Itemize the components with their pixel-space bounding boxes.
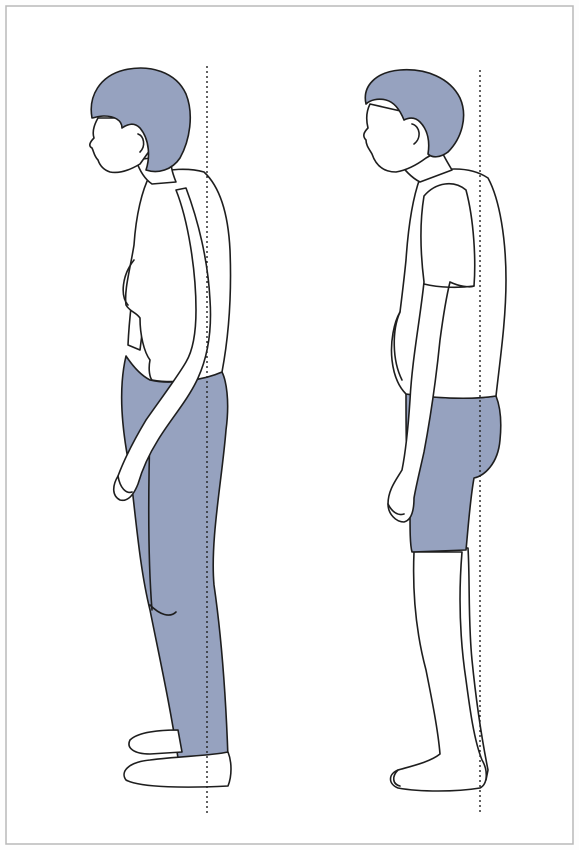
posture-illustration-page <box>0 0 579 850</box>
posture-illustration <box>0 0 579 850</box>
